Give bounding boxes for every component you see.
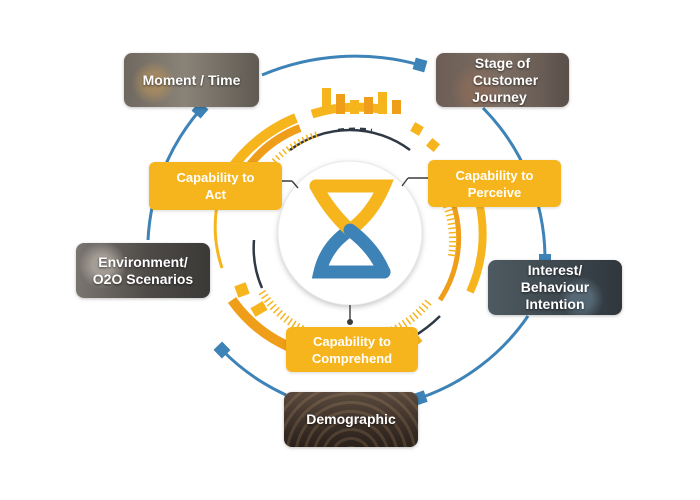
node-environment-label-line2: O2O Scenarios — [92, 270, 194, 287]
arrow-moment-to-journey — [261, 54, 428, 77]
tick-arc-bottom — [258, 289, 434, 345]
capability-comprehend-label-line1: Capability to — [312, 333, 391, 349]
tick-arc-right — [428, 175, 458, 257]
capability-perceive-box: Capability to Perceive — [428, 160, 561, 207]
ring-arc-left-thin — [213, 199, 224, 269]
accent-squares — [234, 282, 268, 317]
hourglass-s-logo-icon — [309, 179, 394, 279]
dark-arc-top-outer — [337, 127, 373, 132]
capability-act-label-line1: Capability to — [176, 170, 255, 185]
node-customer-journey-label-line2: Customer Journey — [472, 71, 539, 105]
node-demographic-label: Demographic — [306, 411, 396, 427]
node-demographic: Demographic — [284, 392, 418, 447]
top-bars — [322, 88, 441, 153]
node-environment-label-line1: Environment/ — [98, 253, 188, 270]
node-environment: Environment/ O2O Scenarios — [76, 243, 210, 298]
ring-arc-right-inner — [437, 199, 462, 302]
node-customer-journey-label-line1: Stage of — [474, 54, 531, 71]
node-customer-journey: Stage of Customer Journey — [436, 53, 569, 107]
node-interest: Interest/ Behaviour Intention — [488, 260, 622, 315]
node-moment-time-label: Moment / Time — [142, 71, 241, 88]
arrow-demographic-to-environment — [213, 341, 287, 397]
capability-act-box: Capability to Act — [149, 162, 282, 210]
capability-perceive-label-line2: Perceive — [467, 184, 522, 200]
arrow-interest-to-demographic — [412, 315, 530, 406]
node-interest-label-line3: Intention — [525, 296, 585, 312]
capability-comprehend-label-line2: Comprehend — [311, 350, 393, 366]
node-interest-label-line2: Behaviour — [520, 279, 590, 295]
dark-arc-left — [252, 239, 264, 289]
node-moment-time: Moment / Time — [124, 53, 259, 107]
node-interest-label-line1: Interest/ — [527, 262, 583, 278]
capability-comprehend-box: Capability to Comprehend — [286, 327, 418, 372]
capability-act-label-line2: Act — [205, 187, 226, 202]
capability-perceive-label-line1: Capability to — [455, 167, 534, 183]
ring-arc-right — [466, 196, 487, 294]
